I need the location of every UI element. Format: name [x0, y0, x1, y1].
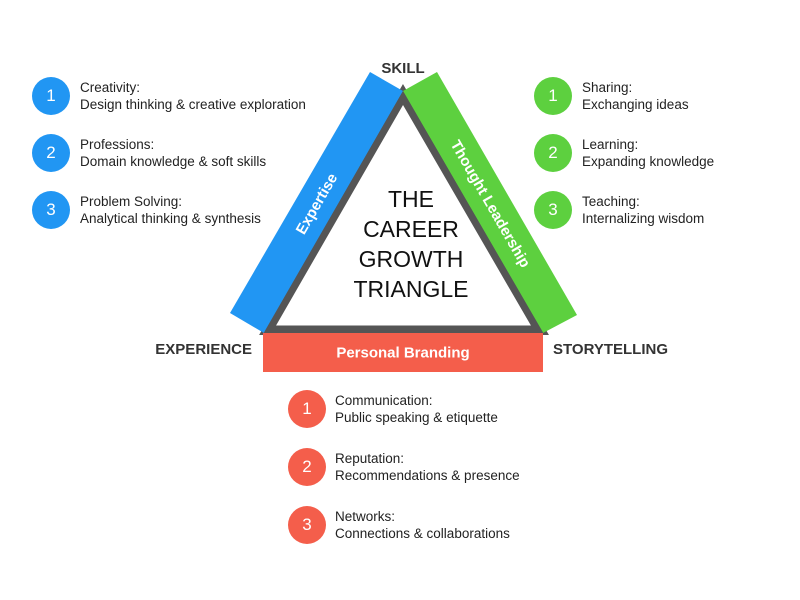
list-item: 3 Networks: Connections & collaborations: [288, 506, 510, 544]
list-item: 1 Communication: Public speaking & etiqu…: [288, 390, 498, 428]
item-number: 2: [548, 143, 558, 162]
item-number: 2: [46, 143, 56, 162]
item-number: 2: [302, 457, 312, 476]
item-description: Internalizing wisdom: [582, 211, 705, 226]
personal-branding-band: [263, 333, 543, 372]
item-heading: Professions:: [80, 137, 155, 152]
item-description: Exchanging ideas: [582, 97, 689, 112]
item-description: Design thinking & creative exploration: [80, 97, 306, 112]
item-description: Recommendations & presence: [335, 468, 520, 483]
item-number: 3: [46, 200, 56, 219]
item-number: 1: [46, 86, 56, 105]
item-description: Domain knowledge & soft skills: [80, 154, 267, 169]
numbered-circle-icon: 1: [288, 390, 326, 428]
item-heading: Networks:: [335, 509, 396, 524]
inner-triangle-outline: [263, 91, 544, 333]
item-description: Public speaking & etiquette: [335, 410, 498, 425]
title-line: TRIANGLE: [353, 276, 468, 302]
item-heading: Teaching:: [582, 194, 640, 209]
item-heading: Communication:: [335, 393, 433, 408]
item-description: Expanding knowledge: [582, 154, 715, 169]
numbered-circle-icon: 3: [288, 506, 326, 544]
item-number: 1: [548, 86, 558, 105]
item-heading: Learning:: [582, 137, 639, 152]
numbered-circle-icon: 3: [32, 191, 70, 229]
numbered-circle-icon: 3: [534, 191, 572, 229]
list-item: 3 Teaching: Internalizing wisdom: [534, 191, 704, 229]
item-heading: Problem Solving:: [80, 194, 183, 209]
numbered-circle-icon: 2: [288, 448, 326, 486]
list-item: 2 Learning: Expanding knowledge: [534, 134, 714, 172]
item-number: 1: [302, 399, 312, 418]
list-item: 2 Reputation: Recommendations & presence: [288, 448, 520, 486]
diagram-title: THE CAREER GROWTH TRIANGLE: [353, 186, 468, 302]
vertex-label-skill: SKILL: [381, 60, 424, 77]
item-number: 3: [548, 200, 558, 219]
list-item: 1 Sharing: Exchanging ideas: [534, 77, 689, 115]
title-line: GROWTH: [359, 246, 464, 272]
vertex-label-storytelling: STORYTELLING: [553, 341, 668, 358]
list-item: 3 Problem Solving: Analytical thinking &…: [32, 191, 261, 229]
vertex-label-experience: EXPERIENCE: [155, 341, 252, 358]
item-number: 3: [302, 515, 312, 534]
title-line: CAREER: [363, 216, 459, 242]
numbered-circle-icon: 2: [32, 134, 70, 172]
list-item: 2 Professions: Domain knowledge & soft s…: [32, 134, 266, 172]
list-item: 1 Creativity: Design thinking & creative…: [32, 77, 306, 115]
item-heading: Creativity:: [80, 80, 141, 95]
numbered-circle-icon: 1: [534, 77, 572, 115]
numbered-circle-icon: 1: [32, 77, 70, 115]
item-description: Connections & collaborations: [335, 526, 510, 541]
item-heading: Sharing:: [582, 80, 633, 95]
item-heading: Reputation:: [335, 451, 405, 466]
numbered-circle-icon: 2: [534, 134, 572, 172]
item-description: Analytical thinking & synthesis: [80, 211, 261, 226]
expertise-band: [230, 72, 403, 333]
title-line: THE: [388, 186, 434, 212]
personal-branding-label: Personal Branding: [336, 345, 469, 362]
thought-leadership-band: [403, 72, 577, 333]
